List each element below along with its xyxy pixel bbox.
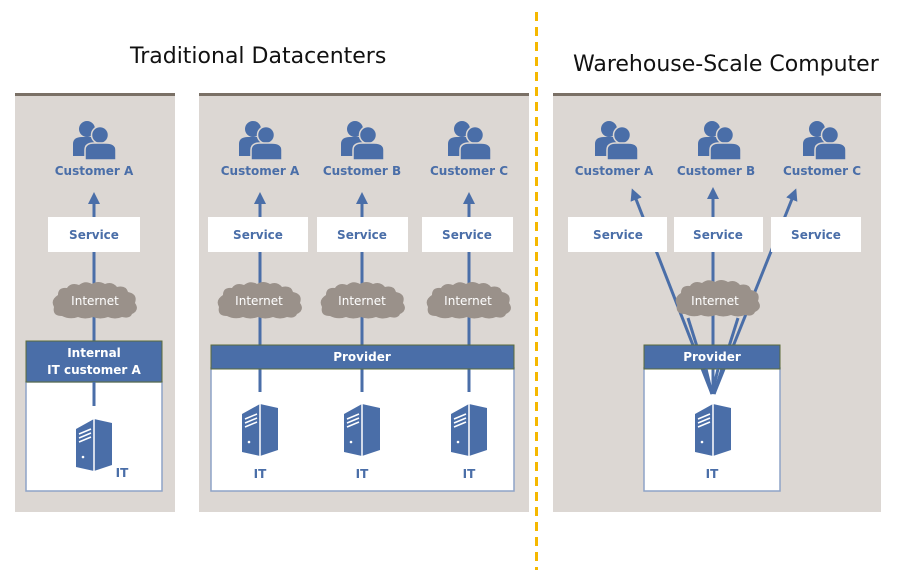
internet-label: Internet (71, 294, 119, 308)
service-label: Service (593, 228, 643, 242)
service-label: Service (791, 228, 841, 242)
server-icon (343, 403, 381, 457)
internet-label: Internet (444, 294, 492, 308)
service-box (422, 217, 513, 252)
wsc-provider-bar (643, 344, 781, 370)
it-label: IT (706, 467, 719, 481)
internet-label: Internet (691, 294, 739, 308)
customer-b-icon (697, 120, 742, 160)
provider-panel-content: Customer A Service Internet IT Customer … (208, 120, 515, 492)
internet-label: Internet (235, 294, 283, 308)
wsc-panel-content: Customer A Customer B Customer C Service… (568, 120, 861, 492)
server-icon (241, 403, 279, 457)
service-label: Service (442, 228, 492, 242)
customer-a-label: Customer A (221, 164, 300, 178)
section-divider (535, 12, 538, 570)
customer-a-label: Customer A (575, 164, 654, 178)
service-label: Service (233, 228, 283, 242)
service-label: Service (693, 228, 743, 242)
provider-column-a: Customer A Service Internet IT (208, 120, 308, 481)
internal-bar-line1: Internal (67, 346, 121, 360)
it-label: IT (356, 467, 369, 481)
internal-bar-line2: IT customer A (47, 363, 141, 377)
it-label: IT (254, 467, 267, 481)
server-icon (694, 403, 732, 457)
customer-a-icon (72, 120, 117, 160)
customer-a-icon (238, 120, 283, 160)
connection-line (704, 368, 714, 395)
service-box (674, 217, 763, 252)
customer-b-icon (340, 120, 385, 160)
it-label: IT (116, 466, 129, 480)
service-box (317, 217, 408, 252)
heading-traditional-datacenters: Traditional Datacenters (130, 44, 387, 69)
heading-warehouse-scale-computer: Warehouse-Scale Computer (573, 52, 879, 77)
server-icon (450, 403, 488, 457)
provider-bar (210, 344, 515, 370)
customer-c-label: Customer C (783, 164, 861, 178)
customer-b-label: Customer B (323, 164, 401, 178)
connection-line (710, 368, 720, 395)
service-box (48, 217, 140, 252)
customer-c-icon (447, 120, 492, 160)
wsc-provider-bar-label: Provider (683, 350, 741, 364)
service-box (771, 217, 861, 252)
customer-a-icon (594, 120, 639, 160)
it-label: IT (463, 467, 476, 481)
customer-c-label: Customer C (430, 164, 508, 178)
provider-bar-label: Provider (333, 350, 391, 364)
service-box (568, 217, 667, 252)
server-icon (75, 418, 113, 472)
customer-a-label: Customer A (55, 164, 134, 178)
internet-label: Internet (338, 294, 386, 308)
customer-c-icon (802, 120, 847, 160)
internal-column: Customer A Service Internet Internal IT … (25, 120, 163, 492)
service-label: Service (337, 228, 387, 242)
provider-column-c: Customer C Service Internet IT (422, 120, 513, 481)
customer-b-label: Customer B (677, 164, 755, 178)
service-label: Service (69, 228, 119, 242)
service-box (208, 217, 308, 252)
